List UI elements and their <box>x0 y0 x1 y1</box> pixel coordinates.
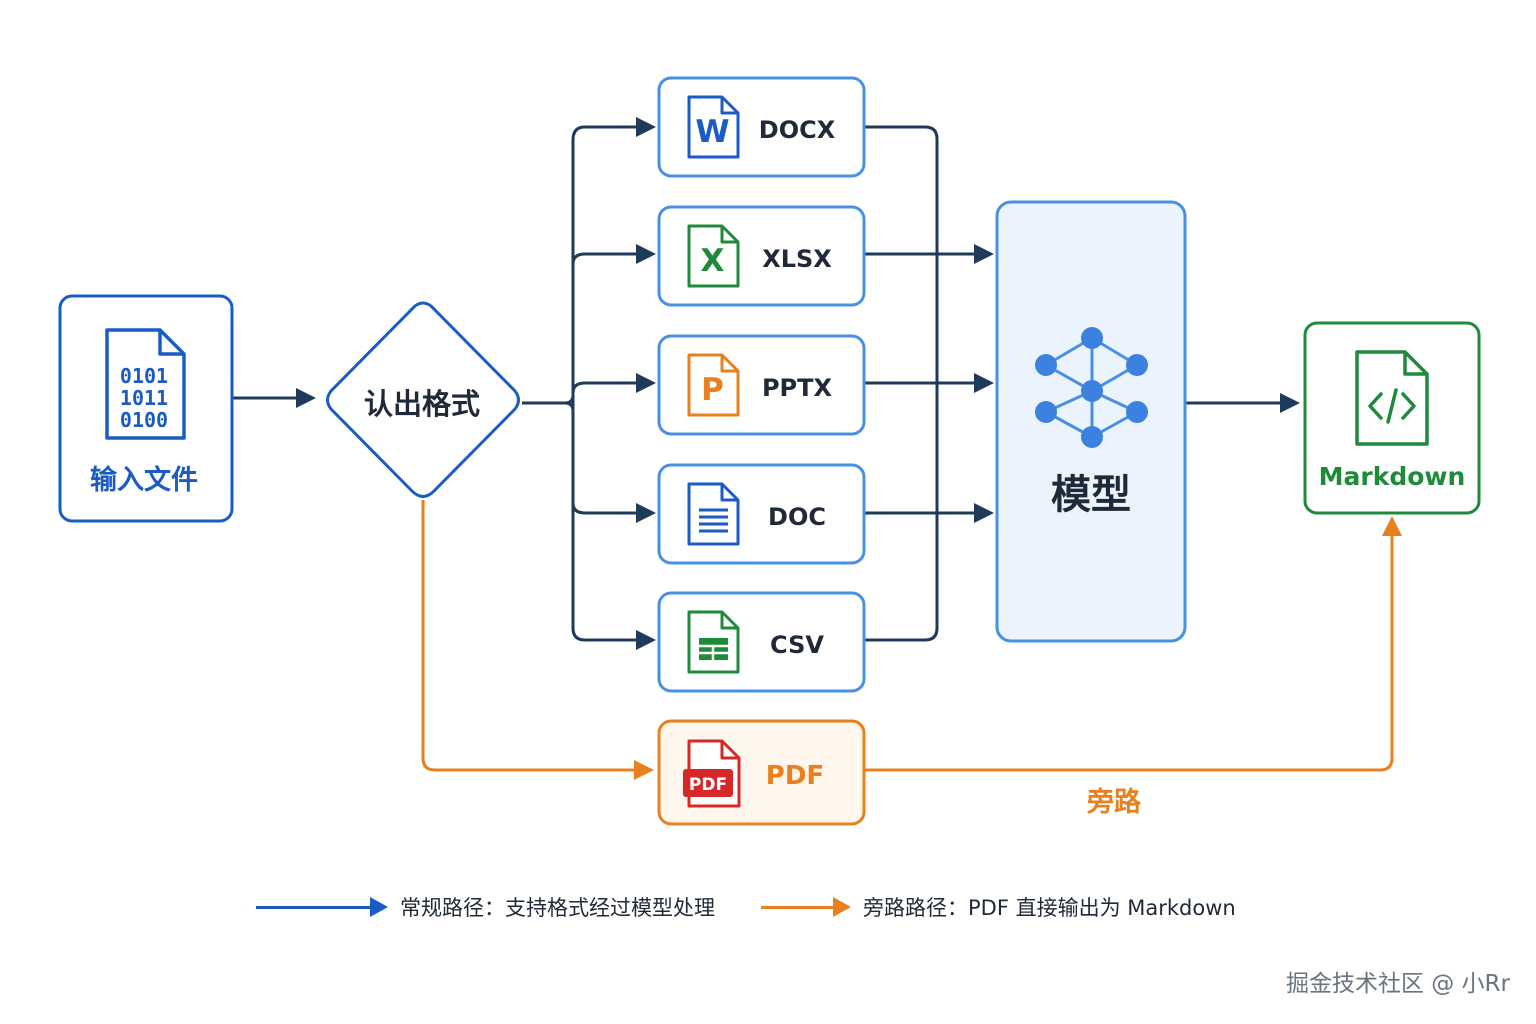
binary-line-3: 0100 <box>120 408 168 432</box>
text-document-icon <box>687 482 740 546</box>
legend-orange-arrow <box>761 896 851 917</box>
neural-network-icon <box>1035 327 1148 448</box>
edge-to-pptx <box>571 373 656 394</box>
binary-line-1: 0101 <box>120 364 168 388</box>
edge-decision-to-pdf <box>421 500 654 780</box>
markdown-label: Markdown <box>1319 462 1466 491</box>
format-label-csv: CSV <box>770 631 824 659</box>
pdf-file-icon: PDF <box>683 739 741 808</box>
excel-spreadsheet-icon: X <box>687 224 740 288</box>
legend-bypass-path: 旁路路径：PDF 直接输出为 Markdown <box>761 892 1236 922</box>
code-file-icon <box>1355 350 1429 446</box>
legend-bypass-text: 旁路路径：PDF 直接输出为 Markdown <box>863 896 1236 920</box>
markdown-output-node[interactable]: Markdown <box>1303 321 1481 515</box>
format-detect-label: 认出格式 <box>364 387 480 421</box>
format-label-pptx: PPTX <box>762 374 833 402</box>
input-file-label: 输入文件 <box>90 464 198 496</box>
edge-to-doc <box>571 502 656 523</box>
pdf-badge-text: PDF <box>689 775 727 795</box>
branch-trunk <box>571 125 586 642</box>
powerpoint-presentation-icon: P <box>687 353 740 417</box>
legend: 常规路径：支持格式经过模型处理 旁路路径：PDF 直接输出为 Markdown <box>256 892 1236 922</box>
format-icon-glyph: P <box>701 372 724 408</box>
legend-normal-path: 常规路径：支持格式经过模型处理 <box>256 892 715 922</box>
pdf-label: PDF <box>766 761 824 791</box>
branch-curl <box>564 394 575 412</box>
edge-pdf-to-markdown <box>865 516 1402 772</box>
csv-table-icon <box>687 610 740 674</box>
format-label-doc: DOC <box>768 503 826 531</box>
format-nodes: W DOCX X XLSX P PPTX DOC CSV <box>657 76 866 693</box>
binary-file-icon: 0101 1011 0100 <box>105 328 186 440</box>
legend-blue-arrow <box>256 896 388 917</box>
model-label: 模型 <box>1051 472 1131 518</box>
legend-normal-text: 常规路径：支持格式经过模型处理 <box>400 896 715 920</box>
watermark: 掘金技术社区 @ 小Rr <box>1285 971 1510 997</box>
pdf-node[interactable]: PDF PDF <box>657 719 866 826</box>
format-label-xlsx: XLSX <box>762 245 832 273</box>
format-node-csv[interactable]: CSV <box>657 591 866 693</box>
format-node-docx[interactable]: W DOCX <box>657 76 866 178</box>
word-document-icon: W <box>687 95 740 159</box>
format-icon-glyph: X <box>701 243 725 279</box>
edges <box>233 117 1402 780</box>
input-file-node[interactable]: 0101 1011 0100 输入文件 <box>58 294 234 523</box>
bypass-label: 旁路 <box>1086 786 1142 818</box>
binary-line-2: 1011 <box>120 386 168 410</box>
format-node-pptx[interactable]: P PPTX <box>657 334 866 436</box>
format-icon-glyph: W <box>695 114 729 150</box>
format-node-doc[interactable]: DOC <box>657 463 866 565</box>
format-node-xlsx[interactable]: X XLSX <box>657 205 866 307</box>
model-node[interactable]: 模型 <box>995 200 1187 643</box>
format-label-docx: DOCX <box>759 116 836 144</box>
edge-to-xlsx <box>571 244 656 265</box>
format-detect-node[interactable]: 认出格式 <box>326 301 520 498</box>
